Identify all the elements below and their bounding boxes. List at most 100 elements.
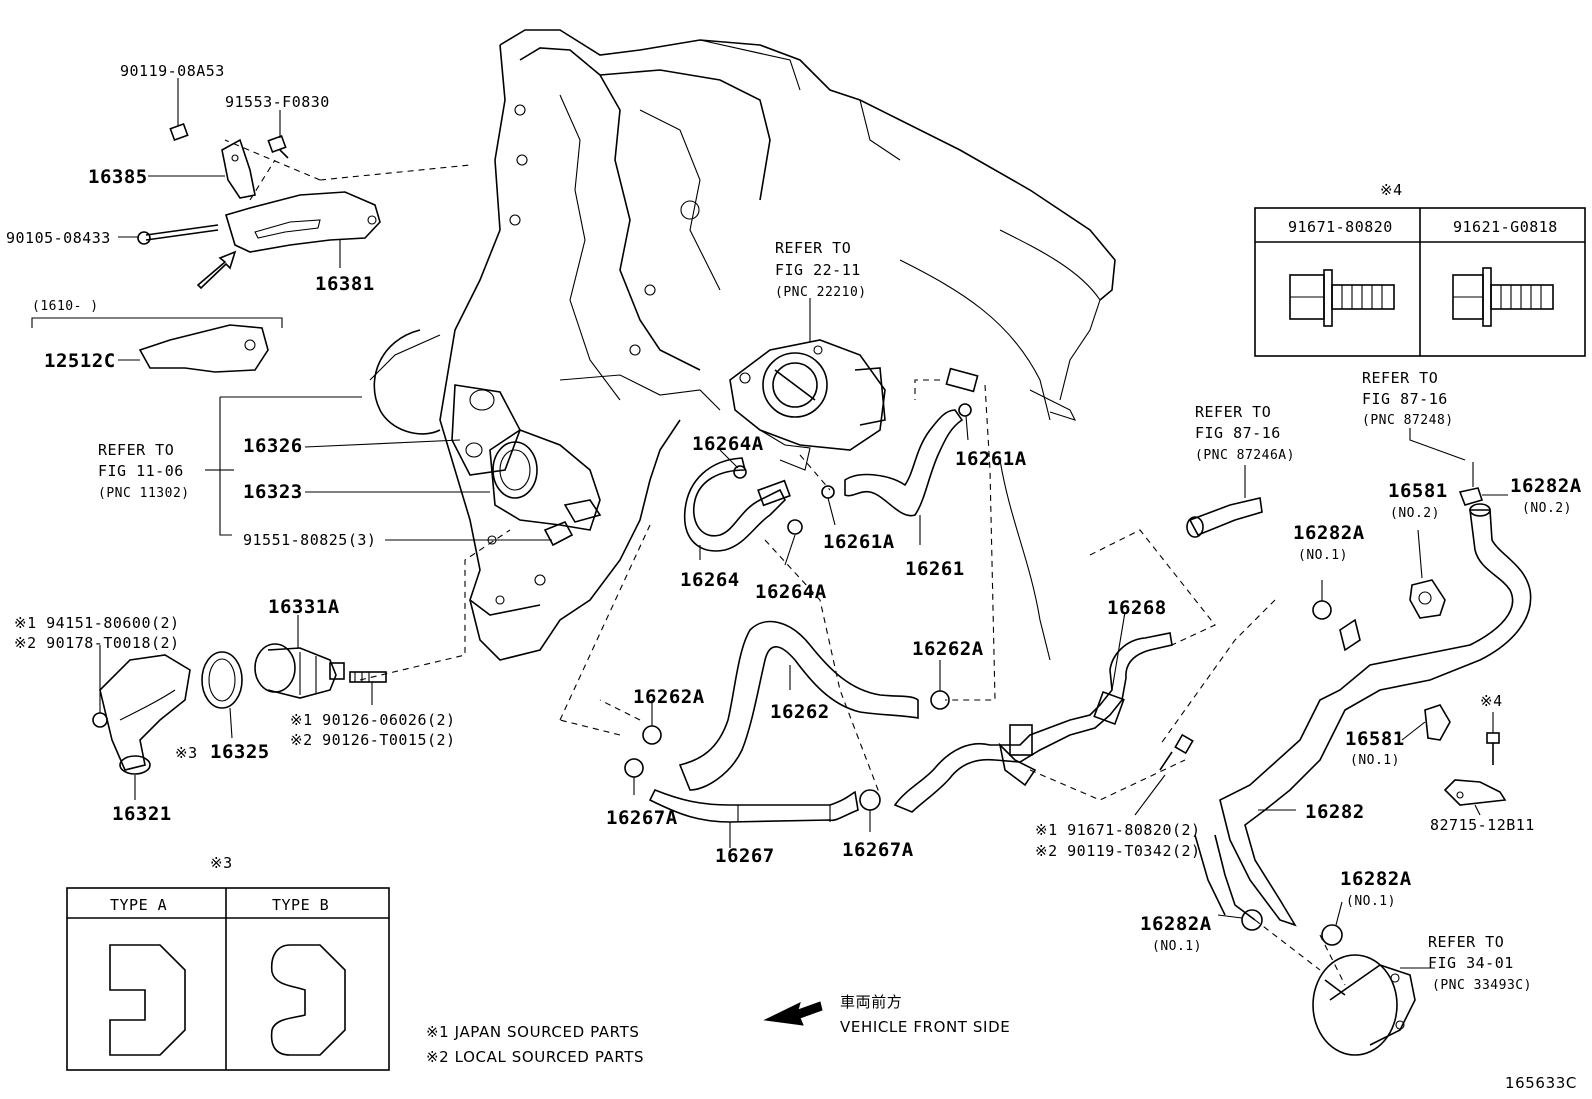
- hose-16261-icon: [844, 367, 979, 545]
- label-16326: 16326: [243, 435, 303, 457]
- label-no1-4: (NO.1): [1152, 939, 1202, 954]
- label-90126b: ※2 90126-T0015(2): [290, 731, 456, 749]
- bolt-91553-F0830-icon: [267, 110, 289, 159]
- label-82715-12B11: 82715-12B11: [1430, 816, 1535, 834]
- label-16262A-2: 16262A: [912, 638, 984, 660]
- ref-fig87b-line1: REFER TO: [1362, 369, 1438, 387]
- label-16323: 16323: [243, 481, 303, 503]
- refer-fig11-bracket: [205, 396, 552, 541]
- label-16267A-1: 16267A: [606, 807, 678, 829]
- gasket-type-a-icon: [109, 944, 186, 1056]
- label-no2-a: (NO.2): [1390, 506, 1440, 521]
- note-japan-parts: ※1 JAPAN SOURCED PARTS: [426, 1023, 639, 1041]
- vehicle-front-en: VEHICLE FRONT SIDE: [840, 1018, 1010, 1036]
- pipe-16282-icon: [1194, 503, 1532, 927]
- label-94151: ※1 94151-80600(2): [14, 614, 180, 632]
- ref-fig11-line2: FIG 11-06: [98, 462, 184, 480]
- label-16261: 16261: [905, 558, 965, 580]
- stud-90105-08433-icon: [118, 224, 219, 245]
- bolt-table-col1: 91671-80820: [1288, 218, 1393, 236]
- ref-fig11-line1: REFER TO: [98, 441, 174, 459]
- bolt-91671-small-icon: [1486, 712, 1500, 765]
- ref-fig87a-line3: (PNC 87246A): [1195, 448, 1295, 463]
- label-16262: 16262: [770, 701, 830, 723]
- label-90119-T0342: ※2 90119-T0342(2): [1035, 842, 1201, 860]
- ref-fig87b-leader: [1409, 428, 1466, 461]
- bolt-table-mark: ※4: [1380, 181, 1403, 199]
- type-table: ※3 TYPE A TYPE B: [66, 854, 390, 1071]
- label-16264A-1: 16264A: [692, 433, 764, 455]
- gasket-16325-icon: [201, 651, 243, 739]
- clamp-16282A-no2-icon: [1458, 462, 1508, 506]
- ref-fig22-line3: (PNC 22210): [775, 285, 867, 300]
- diagram-id: 165633C: [1505, 1074, 1577, 1092]
- bolt-table: ※4 91671-80820 91621-G0818: [1254, 181, 1586, 357]
- label-91553-F0830: 91553-F0830: [225, 93, 330, 111]
- ref-fig34-line1: REFER TO: [1428, 933, 1504, 951]
- bolt-94151-icon: [92, 645, 108, 728]
- label-16268: 16268: [1107, 597, 1167, 619]
- clamp-16282A-no1-icon: [1217, 580, 1343, 946]
- vehicle-front-jp: 車両前方: [840, 993, 902, 1011]
- gasket-16326-icon: [451, 384, 521, 476]
- ref-fig87b-line3: (PNC 87248): [1362, 413, 1454, 428]
- engine-block-outline: [369, 29, 1116, 661]
- ref-fig34-line3: (PNC 33493C): [1432, 978, 1532, 993]
- ref-fig87a-line1: REFER TO: [1195, 403, 1271, 421]
- label-16267A-2: 16267A: [842, 839, 914, 861]
- note-local-parts: ※2 LOCAL SOURCED PARTS: [426, 1048, 644, 1066]
- label-16262A-1: 16262A: [633, 686, 705, 708]
- air-pipe-87246A-icon: [1186, 465, 1263, 538]
- type-table-col2: TYPE B: [272, 896, 329, 914]
- label-16264A-2: 16264A: [755, 581, 827, 603]
- washer-bolt-icon: [1452, 267, 1554, 327]
- inlet-16321-icon: [99, 654, 191, 800]
- ref-fig87a-line2: FIG 87-16: [1195, 424, 1281, 442]
- label-16282: 16282: [1305, 801, 1365, 823]
- label-12512C: 12512C: [44, 350, 116, 372]
- label-16282A-2: 16282A: [1510, 475, 1582, 497]
- ref-fig22-line1: REFER TO: [775, 239, 851, 257]
- ref-fig87b-line2: FIG 87-16: [1362, 390, 1448, 408]
- hose-16262-icon: [678, 620, 919, 791]
- clamp-16262A-icon: [642, 660, 950, 745]
- label-16282A-3: 16282A: [1340, 868, 1412, 890]
- label-type-mark: ※3: [175, 744, 198, 762]
- gasket-type-b-icon: [270, 944, 346, 1056]
- bracket-12512C-icon: [31, 317, 283, 373]
- label-90126a: ※1 90126-06026(2): [290, 711, 456, 729]
- label-16325: 16325: [210, 741, 270, 763]
- label-16282A-1: 16282A: [1293, 522, 1365, 544]
- hose-16262-guide: [559, 524, 881, 796]
- label-91551-80825: 91551-80825(3): [243, 531, 376, 549]
- label-no1-3: (NO.1): [1346, 894, 1396, 909]
- ref-fig11-line3: (PNC 11302): [98, 486, 190, 501]
- label-16282A-4: 16282A: [1140, 913, 1212, 935]
- hose-16267-icon: [648, 788, 859, 848]
- clip-16581-no2-icon: [1409, 529, 1446, 619]
- bracket-16381-icon: [225, 191, 381, 268]
- thermostat-link-line: [359, 529, 511, 681]
- clip-16581-no1-icon: [1401, 704, 1451, 741]
- thermostat-16331A-icon: [254, 615, 345, 699]
- label-16261A-1: 16261A: [955, 448, 1027, 470]
- label-90105-08433: 90105-08433: [6, 229, 111, 247]
- label-no1-1: (NO.1): [1298, 548, 1348, 563]
- type-table-col1: TYPE A: [110, 896, 167, 914]
- water-outlet-16323-icon: [489, 429, 602, 547]
- front-arrow-small-icon: [196, 250, 237, 290]
- stud-90126-icon: [349, 671, 387, 705]
- hose-16261-guide: [914, 379, 996, 701]
- hose-16264-icon: [683, 457, 791, 560]
- pipe-16268-icon: [893, 611, 1173, 813]
- bracket-16385-icon: [148, 138, 256, 199]
- label-90178: ※2 90178-T0018(2): [14, 634, 180, 652]
- vehicle-front-arrow-icon: [763, 1001, 823, 1026]
- label-91671-80820-2: ※1 91671-80820(2): [1035, 821, 1201, 839]
- label-90119-08A53: 90119-08A53: [120, 62, 225, 80]
- bracket-82715-icon: [1443, 779, 1507, 816]
- label-no1-2: (NO.1): [1350, 753, 1400, 768]
- pipe-16268-guide: [1029, 529, 1216, 801]
- label-16381: 16381: [315, 273, 375, 295]
